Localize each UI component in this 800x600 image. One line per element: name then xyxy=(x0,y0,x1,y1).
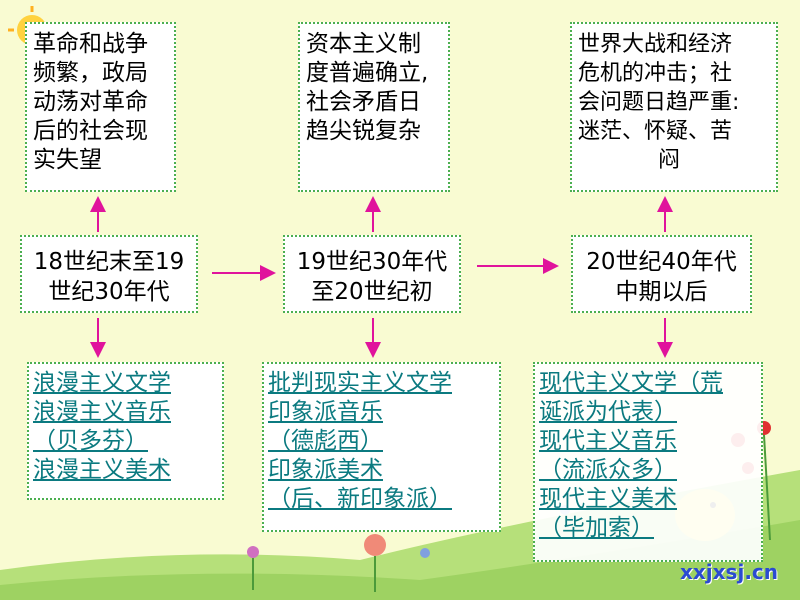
stage-1-background-box: 革命和战争 频繁，政局 动荡对革命 后的社会现 实失望 xyxy=(25,22,176,192)
stage-2-background-line: 社会矛盾日 xyxy=(306,89,421,115)
stage-2-work-link[interactable]: （德彪西） xyxy=(268,428,383,454)
stage-1-background-line: 动荡对革命 xyxy=(33,89,148,115)
stage-1-background-line: 革命和战争 xyxy=(33,31,148,57)
stage-2-work-link[interactable]: 印象派美术 xyxy=(268,457,383,483)
stage-3-background-box: 世界大战和经济 危机的冲击；社 会问题日趋严重: 迷茫、怀疑、苦 闷 xyxy=(570,22,778,192)
stage-3-work-link[interactable]: （流派众多） xyxy=(539,457,677,483)
stage-3-background-line: 会问题日趋严重: xyxy=(578,90,740,115)
stage-3-work-link[interactable]: 现代主义美术 xyxy=(539,486,677,512)
stage-1-works-box: 浪漫主义文学 浪漫主义音乐 （贝多芬） 浪漫主义美术 xyxy=(27,362,224,500)
stage-1-period-line: 18世纪末至19 xyxy=(33,249,185,275)
stage-1-work-link[interactable]: 浪漫主义文学 xyxy=(33,370,171,396)
stage-2-works-box: 批判现实主义文学 印象派音乐 （德彪西） 印象派美术 （后、新印象派） xyxy=(262,362,501,532)
stage-2-background-line: 趋尖锐复杂 xyxy=(306,118,421,144)
stage-3-works-box: 现代主义文学（荒 诞派为代表） 现代主义音乐 （流派众多） 现代主义美术 （毕加… xyxy=(533,362,763,562)
stage-2-work-link[interactable]: 印象派音乐 xyxy=(268,399,383,425)
stage-3-background-line: 危机的冲击；社 xyxy=(578,61,733,86)
stage-1-background-line: 后的社会现 xyxy=(33,118,148,144)
stage-3-background-line: 迷茫、怀疑、苦 xyxy=(578,119,733,144)
stage-2-work-link[interactable]: 批判现实主义文学 xyxy=(268,370,452,396)
stage-1-period-line: 世纪30年代 xyxy=(48,279,170,305)
stage-3-work-link[interactable]: 现代主义文学（荒 xyxy=(539,370,723,396)
stage-3-period-line: 20世纪40年代 xyxy=(586,249,737,275)
stage-2-background-line: 度普遍确立, xyxy=(306,60,429,86)
stage-3-work-link[interactable]: 现代主义音乐 xyxy=(539,428,677,454)
stage-3-work-link[interactable]: 诞派为代表） xyxy=(539,399,677,425)
stage-2-period-box: 19世纪30年代 至20世纪初 xyxy=(283,235,461,313)
stage-3-background-line: 闷 xyxy=(658,148,681,173)
stage-2-background-line: 资本主义制 xyxy=(306,31,421,57)
site-watermark: xxjxsj.cn xyxy=(680,560,779,584)
stage-1-background-line: 频繁，政局 xyxy=(33,60,148,86)
stage-1-background-line: 实失望 xyxy=(33,147,102,173)
stage-1-work-link[interactable]: 浪漫主义美术 xyxy=(33,457,171,483)
stage-1-period-box: 18世纪末至19 世纪30年代 xyxy=(20,235,198,313)
stage-3-background-line: 世界大战和经济 xyxy=(578,32,733,57)
stage-2-period-line: 至20世纪初 xyxy=(311,279,433,305)
stage-3-period-line: 中期以后 xyxy=(615,279,708,305)
stage-3-work-link[interactable]: （毕加索） xyxy=(539,515,654,541)
stage-2-period-line: 19世纪30年代 xyxy=(296,249,448,275)
stage-1-work-link[interactable]: 浪漫主义音乐 xyxy=(33,399,171,425)
stage-2-work-link[interactable]: （后、新印象派） xyxy=(268,486,452,512)
stage-2-background-box: 资本主义制 度普遍确立, 社会矛盾日 趋尖锐复杂 xyxy=(298,22,450,192)
stage-3-period-box: 20世纪40年代 中期以后 xyxy=(571,235,752,313)
stage-1-work-link[interactable]: （贝多芬） xyxy=(33,428,148,454)
